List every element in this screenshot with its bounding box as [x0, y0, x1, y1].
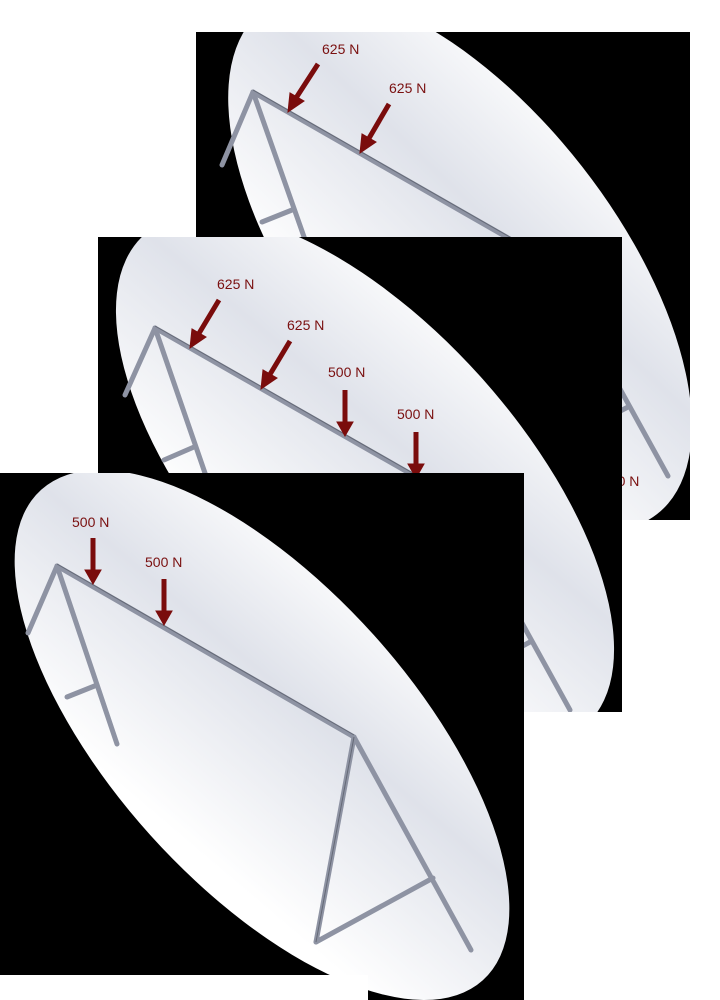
- load-label: 625 N: [322, 41, 359, 57]
- load-label: 500 N: [145, 554, 182, 570]
- load-label: 500 N: [397, 406, 434, 422]
- load-case-3-panel: 500 N 500 N: [0, 473, 524, 1000]
- white-gap: [0, 975, 368, 1000]
- load-label: 500 N: [72, 514, 109, 530]
- load-label: 625 N: [389, 80, 426, 96]
- load-label: 500 N: [328, 364, 365, 380]
- force-arrows: [84, 538, 173, 627]
- backdrop-ellipse: [14, 473, 510, 1000]
- load-label: 625 N: [217, 276, 254, 292]
- load-case-3-diagram: 500 N 500 N: [14, 473, 510, 1000]
- force-arrows: [189, 298, 425, 480]
- load-label: 625 N: [287, 317, 324, 333]
